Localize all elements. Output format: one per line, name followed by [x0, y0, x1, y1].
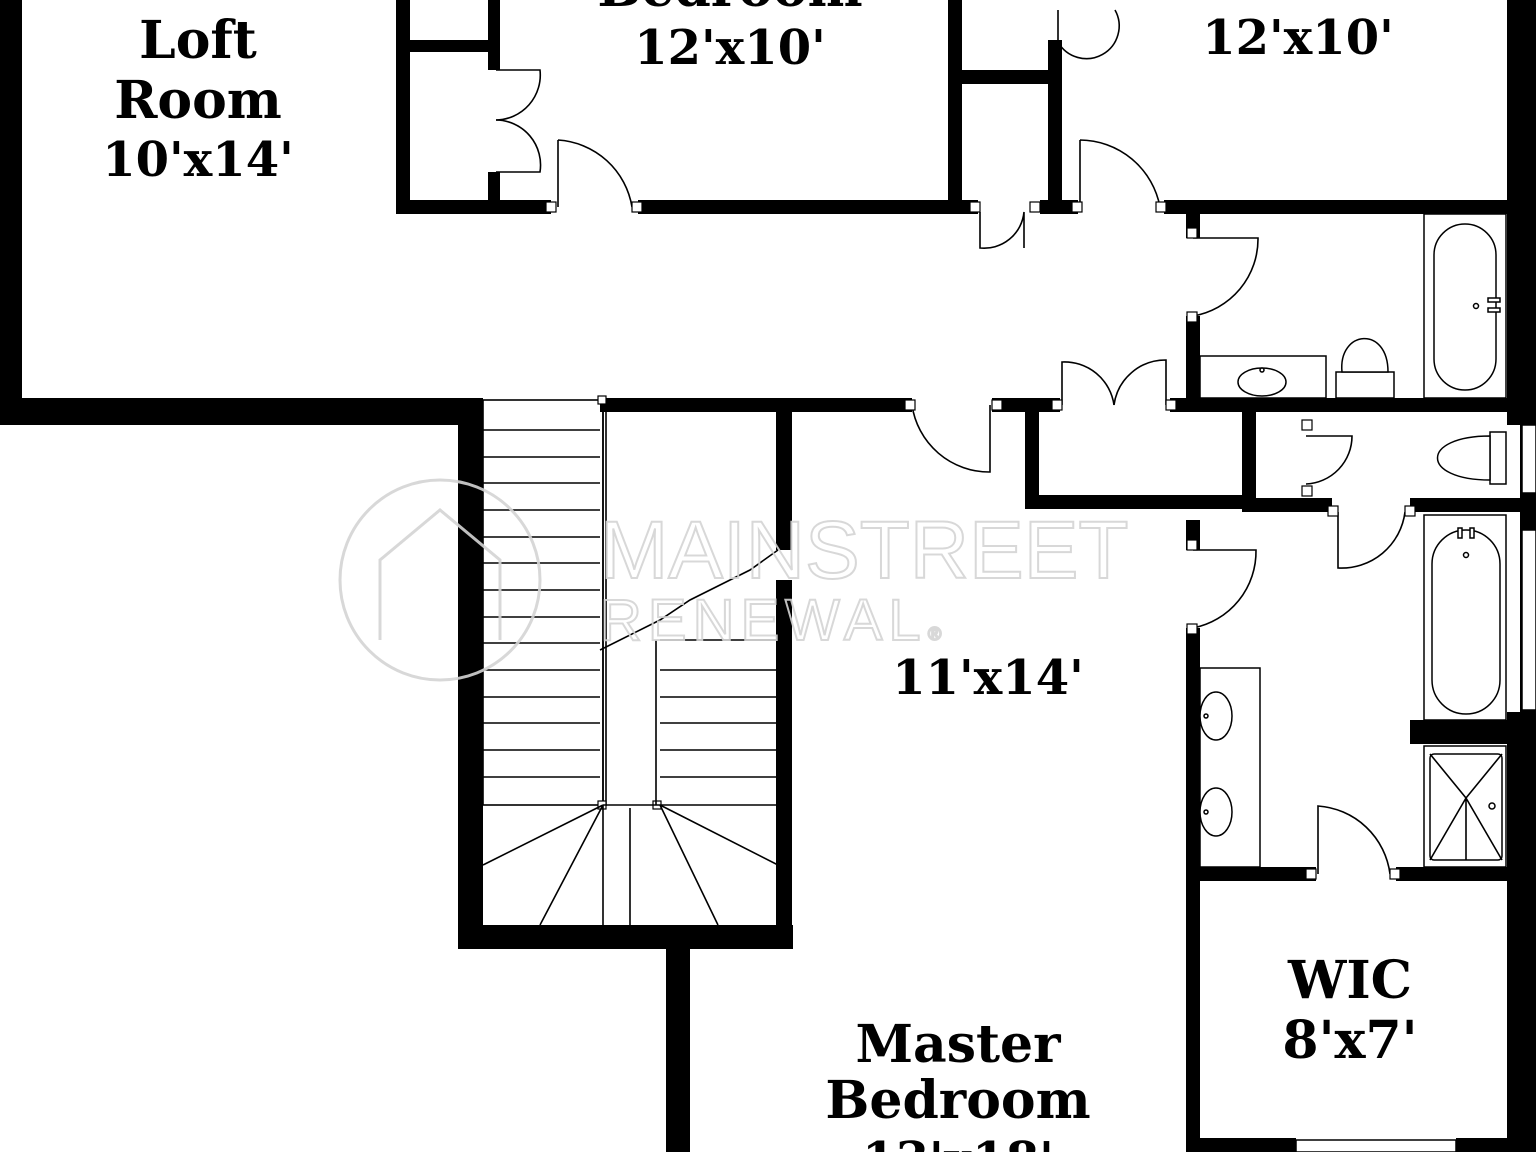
loft-size: 10'x14': [102, 132, 294, 188]
fixtures: [1199, 213, 1507, 868]
watermark-logo: [338, 478, 542, 682]
master-bedroom-name-line1: Master: [855, 1014, 1061, 1075]
hallway-size: 11'x14': [892, 650, 1084, 706]
bedroom-right-size: 12'x10': [1202, 10, 1394, 66]
master-bedroom-size: 13'x18': [862, 1132, 1054, 1152]
watermark-line1: MAINSTREET: [600, 505, 1128, 596]
wic-size: 8'x7': [1282, 1010, 1417, 1071]
doors: [495, 9, 1536, 1152]
loft-name-line1: Loft: [139, 10, 257, 71]
bedroom-center-size: 12'x10': [634, 20, 826, 76]
staircase: [482, 395, 779, 926]
watermark-line2: RENEWAL: [600, 588, 927, 653]
watermark-registered: ®: [928, 624, 941, 644]
bedroom-center-name: Bedroom: [597, 0, 862, 19]
master-bedroom-name-line2: Bedroom: [825, 1070, 1090, 1131]
room-labels: Loft Room 10'x14' Bedroom 12'x10' 12'x10…: [102, 0, 1417, 1152]
loft-name-line2: Room: [114, 70, 282, 131]
wic-name: WIC: [1287, 950, 1412, 1011]
watermark: MAINSTREET RENEWAL ®: [338, 478, 1129, 682]
